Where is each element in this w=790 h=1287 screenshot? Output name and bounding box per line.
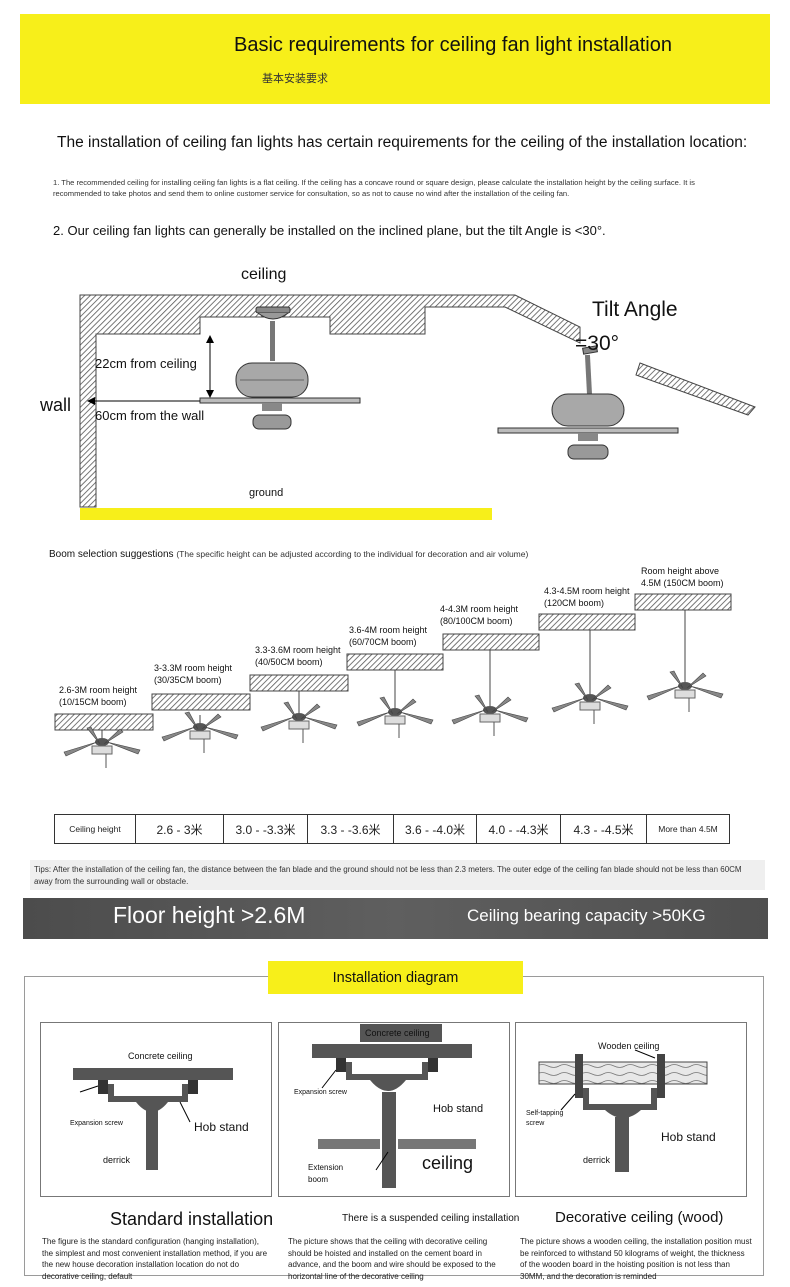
ceiling-label: ceiling bbox=[241, 266, 287, 283]
floor-height-spec: Floor height >2.6M bbox=[113, 902, 306, 928]
diagram-label: Hob stand bbox=[661, 1130, 716, 1144]
fan-icon bbox=[356, 670, 434, 738]
ceiling-wall-structure bbox=[79, 294, 581, 508]
diagram-label: screw bbox=[526, 1120, 545, 1127]
page-title: Basic requirements for ceiling fan light… bbox=[234, 34, 672, 56]
from-ceiling-label: 22cm from ceiling bbox=[95, 356, 197, 371]
inclined-ceiling bbox=[635, 362, 756, 416]
fan-icon bbox=[260, 691, 338, 743]
diagram-label: derrick bbox=[103, 1155, 131, 1165]
spec-banner bbox=[23, 898, 768, 939]
diagram-label: Extension bbox=[308, 1163, 344, 1172]
fan-icon bbox=[551, 630, 629, 724]
ceiling-height-table: Ceiling height 2.6 - 3米 3.0 - -3.3米 3.3 … bbox=[54, 814, 730, 844]
table-cell: 2.6 - 3米 bbox=[135, 815, 223, 843]
suspended-installation-drawing bbox=[312, 1024, 476, 1188]
step-label: 3-3.3M room height(30/35CM boom) bbox=[154, 663, 233, 685]
step-label: 4-4.3M room height(80/100CM boom) bbox=[440, 604, 519, 626]
diagram-label: Hob stand bbox=[194, 1120, 249, 1134]
diagram-label: Concrete ceiling bbox=[365, 1028, 430, 1038]
table-cell: 4.0 - -4.3米 bbox=[476, 815, 560, 843]
diagram-label: Wooden ceiling bbox=[598, 1041, 660, 1051]
panel-description: The picture shows that the ceiling with … bbox=[288, 1237, 496, 1281]
diagram-label: Expansion screw bbox=[70, 1120, 123, 1127]
panel-title: Decorative ceiling (wood) bbox=[555, 1209, 724, 1226]
panel-description: The figure is the standard configuration… bbox=[42, 1237, 268, 1281]
step-label: 2.6-3M room height(10/15CM boom) bbox=[59, 685, 138, 707]
fan-icon bbox=[199, 306, 361, 430]
boom-title: Boom selection suggestions (The specific… bbox=[49, 549, 528, 560]
fan-icon bbox=[161, 711, 239, 753]
panel-wood bbox=[515, 1022, 747, 1197]
step-label: 3.3-3.6M room height(40/50CM boom) bbox=[255, 645, 341, 667]
standard-installation-drawing bbox=[73, 1068, 233, 1170]
fan-icon bbox=[646, 610, 724, 712]
bearing-capacity-spec: Ceiling bearing capacity >50KG bbox=[467, 906, 706, 925]
diagram-label: Concrete ceiling bbox=[128, 1051, 193, 1061]
table-cell: 3.0 - -3.3米 bbox=[223, 815, 307, 843]
boom-steps-diagram bbox=[54, 593, 732, 768]
table-cell: 3.3 - -3.6米 bbox=[307, 815, 393, 843]
table-cell: Ceiling height bbox=[69, 824, 121, 834]
header-banner bbox=[20, 14, 770, 104]
step-platform bbox=[151, 693, 251, 711]
step-platform bbox=[54, 713, 154, 731]
diagram-label: ceiling bbox=[422, 1153, 474, 1173]
fan-icon bbox=[63, 726, 141, 768]
boom-title-text: Boom selection suggestions bbox=[49, 549, 174, 560]
step-platform bbox=[442, 633, 540, 651]
requirement-note-2: 2. Our ceiling fan lights can generally … bbox=[53, 223, 606, 238]
panel-title: There is a suspended ceiling installatio… bbox=[342, 1213, 520, 1224]
step-platform bbox=[538, 613, 636, 631]
installation-title: Installation diagram bbox=[332, 969, 459, 986]
wood-installation-drawing bbox=[538, 1049, 708, 1172]
diagram-label: Self-tapping bbox=[526, 1110, 564, 1117]
diagram-label: Hob stand bbox=[433, 1103, 484, 1115]
diagram-label: derrick bbox=[583, 1155, 611, 1165]
fan-icon bbox=[497, 345, 679, 460]
boom-title-note: (The specific height can be adjusted acc… bbox=[176, 549, 529, 559]
tilt-angle-label: Tilt Angle bbox=[592, 298, 678, 321]
installation-requirement-diagram bbox=[79, 294, 756, 508]
requirement-note-1: 1. The recommended ceiling for installin… bbox=[53, 178, 695, 198]
installation-title-badge bbox=[268, 961, 523, 994]
step-label: 4.3-4.5M room height(120CM boom) bbox=[544, 586, 630, 608]
ground-label: ground bbox=[249, 487, 284, 499]
from-wall-label: 60cm from the wall bbox=[95, 408, 205, 423]
step-platform bbox=[249, 674, 349, 692]
tilt-angle-value: =30° bbox=[575, 332, 620, 355]
table-cell: 4.3 - -4.5米 bbox=[560, 815, 646, 843]
panel-title: Standard installation bbox=[110, 1209, 274, 1229]
fan-icon bbox=[451, 650, 529, 736]
wall-label: wall bbox=[40, 395, 72, 415]
page-subtitle: 基本安装要求 bbox=[262, 73, 328, 85]
panel-description: The picture shows a wooden ceiling, the … bbox=[520, 1237, 752, 1281]
diagram-label: Expansion screw bbox=[294, 1089, 347, 1096]
intro-text: The installation of ceiling fan lights h… bbox=[57, 134, 748, 151]
tips-text: Tips: After the installation of the ceil… bbox=[30, 860, 765, 890]
step-platform bbox=[346, 653, 444, 671]
step-label: 3.6-4M room height(60/70CM boom) bbox=[349, 625, 428, 647]
table-cell: 3.6 - -4.0米 bbox=[393, 815, 476, 843]
diagram-label: boom bbox=[308, 1175, 329, 1184]
step-platform bbox=[634, 593, 732, 611]
ground-bar bbox=[80, 508, 492, 520]
table-cell: More than 4.5M bbox=[646, 815, 729, 843]
